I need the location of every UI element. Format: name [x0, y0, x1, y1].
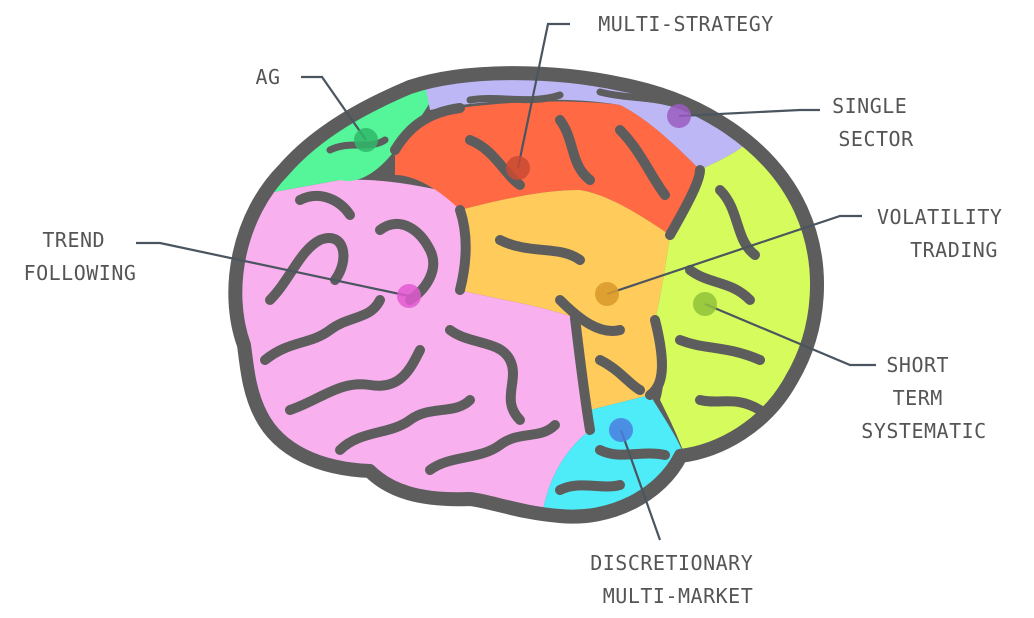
- leader-single-sector: [678, 108, 820, 118]
- label-short-term-systematic-line-2: TERM: [893, 386, 943, 410]
- leader-multi-strategy: [516, 22, 570, 169]
- label-ag-line-1: AG: [255, 65, 280, 89]
- leader-volatility-trading: [606, 214, 862, 296]
- label-single-sector-line-2: SECTOR: [838, 127, 914, 151]
- leader-ag: [301, 75, 367, 141]
- label-discretionary-multi-market-line-2: MULTI-MARKET: [603, 584, 754, 608]
- label-volatility-trading: VOLATILITY TRADING: [877, 205, 1015, 262]
- leader-short-term-systematic: [704, 302, 876, 367]
- marker-dot-trend-following[interactable]: [397, 284, 421, 308]
- label-single-sector-line-1: SINGLE: [832, 94, 907, 118]
- label-trend-following-line-2: FOLLOWING: [24, 261, 137, 285]
- label-ag: AG: [255, 65, 280, 89]
- label-multi-strategy-line-1: MULTI-STRATEGY: [598, 12, 774, 36]
- leader-lines: [136, 22, 876, 541]
- label-short-term-systematic-line-1: SHORT: [886, 353, 949, 377]
- leader-discretionary-multi-market: [619, 429, 662, 541]
- label-trend-following-line-1: TREND: [42, 228, 105, 252]
- marker-dot-discretionary-multi-market[interactable]: [609, 418, 633, 442]
- label-discretionary-multi-market: DISCRETIONARY MULTI-MARKET: [590, 551, 766, 608]
- marker-dot-short-term-systematic[interactable]: [693, 292, 717, 316]
- label-volatility-trading-line-1: VOLATILITY: [877, 205, 1002, 229]
- label-single-sector: SINGLE SECTOR: [832, 94, 920, 151]
- region-markers: [354, 104, 717, 442]
- label-multi-strategy: MULTI-STRATEGY: [598, 12, 774, 36]
- label-short-term-systematic: SHORT TERM SYSTEMATIC: [861, 353, 986, 443]
- marker-dot-volatility-trading[interactable]: [595, 282, 619, 306]
- brain-folds: [260, 88, 765, 495]
- marker-dot-single-sector[interactable]: [667, 104, 691, 128]
- brain-border: [230, 68, 823, 522]
- label-discretionary-multi-market-line-1: DISCRETIONARY: [590, 551, 753, 575]
- marker-dot-multi-strategy[interactable]: [506, 156, 530, 180]
- label-volatility-trading-line-2: TRADING: [910, 238, 998, 262]
- marker-dot-ag[interactable]: [354, 128, 378, 152]
- label-short-term-systematic-line-3: SYSTEMATIC: [861, 419, 986, 443]
- leader-trend-following: [136, 241, 410, 298]
- label-trend-following: TREND FOLLOWING: [24, 228, 137, 285]
